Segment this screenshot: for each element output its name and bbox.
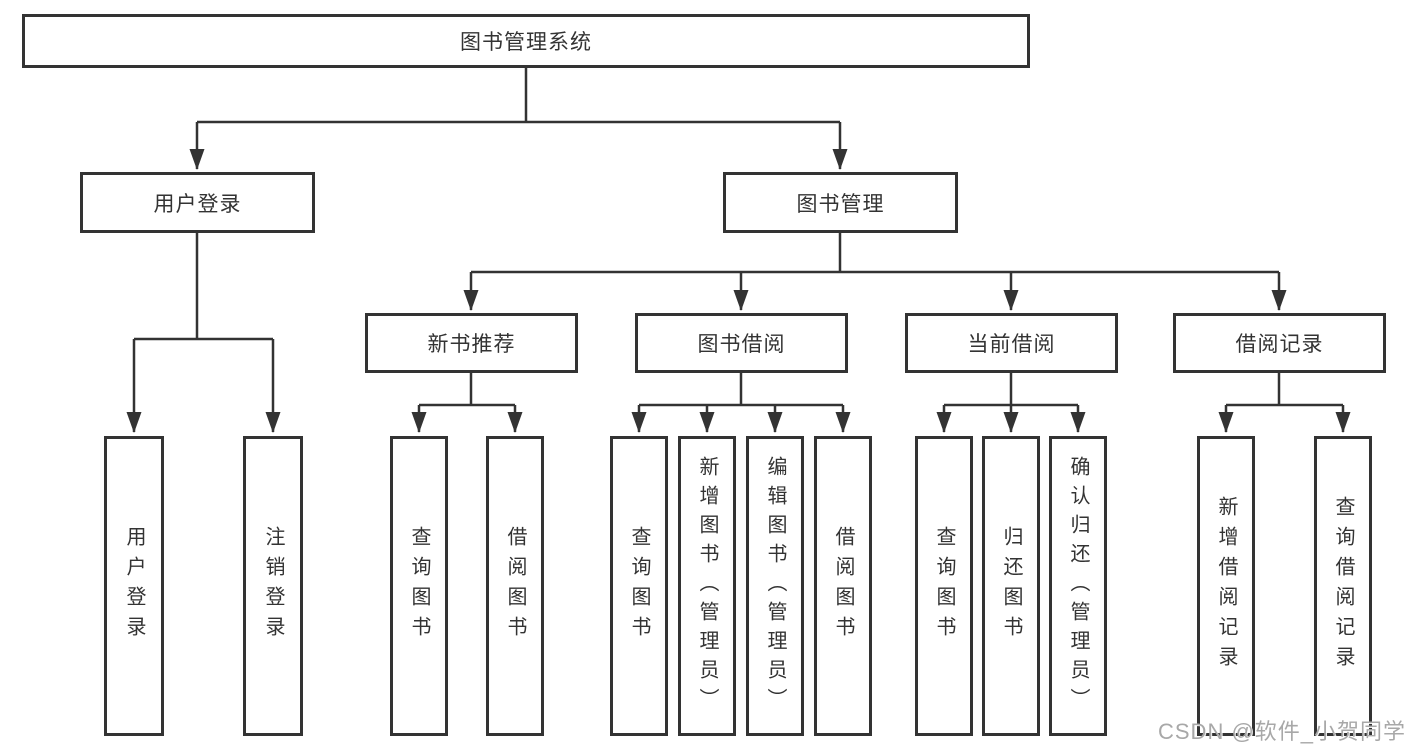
leaf-bb-borrow-books-label: 借阅图书 — [832, 526, 854, 646]
leaf-bb-add-books-admin: 新增图书（管理员） — [678, 436, 736, 736]
node-user-login: 用户登录 — [80, 172, 315, 233]
connectors-book-borrowing — [631, 373, 851, 433]
node-user-login-label: 用户登录 — [153, 192, 242, 216]
connectors-user-login — [126, 233, 281, 433]
node-borrowing-records: 借阅记录 — [1173, 313, 1386, 373]
node-book-management-label: 图书管理 — [796, 192, 885, 216]
leaf-rec-query-books: 查询图书 — [390, 436, 448, 736]
leaf-logout-label: 注销登录 — [262, 526, 284, 646]
leaf-bb-edit-books-admin: 编辑图书（管理员） — [746, 436, 804, 736]
node-book-management: 图书管理 — [723, 172, 958, 233]
leaf-br-add-record-label: 新增借阅记录 — [1215, 496, 1237, 676]
leaf-bb-query-books: 查询图书 — [610, 436, 668, 736]
node-current-borrowing-label: 当前借阅 — [967, 333, 1056, 356]
leaf-cb-return-books-label: 归还图书 — [1000, 526, 1022, 646]
node-borrowing-records-label: 借阅记录 — [1235, 333, 1324, 356]
node-book-borrowing: 图书借阅 — [635, 313, 848, 373]
leaf-rec-borrow-books: 借阅图书 — [486, 436, 544, 736]
leaf-br-query-record-label: 查询借阅记录 — [1332, 496, 1354, 676]
node-root-label: 图书管理系统 — [460, 31, 592, 54]
connectors-new-book-recommend — [411, 373, 523, 433]
leaf-cb-query-books: 查询图书 — [915, 436, 973, 736]
leaf-br-add-record: 新增借阅记录 — [1197, 436, 1255, 736]
node-new-book-recommend-label: 新书推荐 — [427, 333, 516, 356]
connectors-book-management — [463, 233, 1287, 311]
connectors-root — [189, 68, 848, 170]
leaf-rec-query-books-label: 查询图书 — [408, 526, 430, 646]
leaf-cb-return-books: 归还图书 — [982, 436, 1040, 736]
leaf-rec-borrow-books-label: 借阅图书 — [504, 526, 526, 646]
leaf-logout: 注销登录 — [243, 436, 303, 736]
node-current-borrowing: 当前借阅 — [905, 313, 1118, 373]
leaf-cb-confirm-return-admin-label: 确认归还（管理员） — [1067, 455, 1089, 717]
leaf-bb-edit-books-admin-label: 编辑图书（管理员） — [764, 455, 786, 717]
leaf-bb-borrow-books: 借阅图书 — [814, 436, 872, 736]
leaf-user-login: 用户登录 — [104, 436, 164, 736]
connectors-borrowing-records — [1218, 373, 1351, 433]
leaf-user-login-label: 用户登录 — [123, 526, 145, 646]
leaf-bb-query-books-label: 查询图书 — [628, 526, 650, 646]
leaf-cb-confirm-return-admin: 确认归还（管理员） — [1049, 436, 1107, 736]
connectors-current-borrowing — [936, 373, 1086, 433]
leaf-br-query-record: 查询借阅记录 — [1314, 436, 1372, 736]
leaf-bb-add-books-admin-label: 新增图书（管理员） — [696, 455, 718, 717]
csdn-watermark: CSDN @软件_小贺同学 — [1158, 719, 1405, 744]
leaf-cb-query-books-label: 查询图书 — [933, 526, 955, 646]
node-new-book-recommend: 新书推荐 — [365, 313, 578, 373]
node-book-borrowing-label: 图书借阅 — [697, 333, 786, 356]
node-root-system: 图书管理系统 — [22, 14, 1030, 68]
